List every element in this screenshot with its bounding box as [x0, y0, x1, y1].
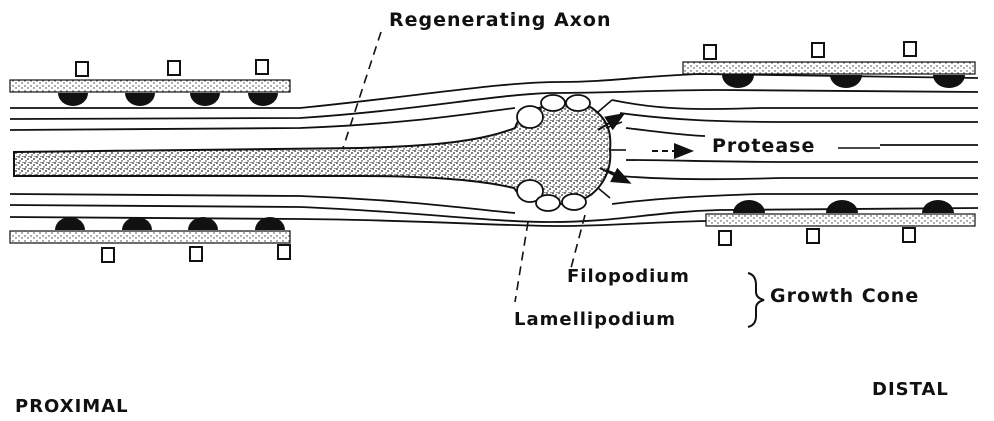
fascicle-line	[620, 176, 978, 179]
filopodium	[598, 188, 610, 198]
schwann-nucleus	[722, 75, 754, 88]
filopodium	[598, 100, 612, 112]
receptor-site	[256, 60, 268, 74]
proximal-label: PROXIMAL	[15, 396, 129, 417]
receptor-site	[102, 248, 114, 262]
axon-leader-line	[343, 32, 381, 148]
filopodium-leader-line	[571, 215, 585, 268]
receptor-site	[704, 45, 716, 59]
protease-label: Protease	[712, 135, 815, 157]
lamellipodium-lobe	[562, 194, 586, 210]
lamellipodium-leader-line	[515, 222, 528, 302]
lamellipodium-lobe	[541, 95, 565, 111]
schwann-nucleus	[122, 217, 152, 230]
schwann-nucleus	[58, 93, 88, 106]
fascicle-line	[10, 90, 978, 119]
schwann-nucleus	[248, 93, 278, 106]
receptor-site	[190, 247, 202, 261]
fascicle-line	[620, 113, 978, 122]
lamellipodium-lobe	[536, 195, 560, 211]
receptor-site	[812, 43, 824, 57]
fascicle-line	[612, 194, 978, 204]
receptor-site	[719, 231, 731, 245]
schwann-nucleus	[922, 200, 954, 213]
distal-lower-lamina	[706, 214, 975, 226]
fascicle-line	[612, 100, 978, 109]
growth-cone-brace	[748, 273, 764, 327]
distal-upper-lamina	[683, 62, 975, 74]
schwann-nucleus	[826, 200, 858, 213]
receptor-site	[903, 228, 915, 242]
proximal-lower-lamina	[10, 231, 290, 243]
filopodium-label: Filopodium	[567, 266, 690, 287]
schwann-nucleus	[733, 200, 765, 213]
receptor-site	[76, 62, 88, 76]
lamellipodium-lobe	[566, 95, 590, 111]
receptor-site	[807, 229, 819, 243]
fascicle-line	[10, 194, 515, 213]
fascicle-line	[626, 160, 978, 162]
receptor-site	[278, 245, 290, 259]
regenerating-axon-label: Regenerating Axon	[389, 9, 611, 31]
lamellipodium-lobe	[517, 106, 543, 128]
proximal-upper-lamina	[10, 80, 290, 92]
receptor-site	[904, 42, 916, 56]
fascicle-line	[10, 217, 706, 226]
schwann-nucleus	[55, 217, 85, 230]
receptor-site	[168, 61, 180, 75]
growth-cone-label: Growth Cone	[770, 285, 919, 307]
fascicle-line	[626, 128, 705, 136]
distal-label: DISTAL	[872, 379, 949, 400]
schwann-nucleus	[125, 93, 155, 106]
schwann-nucleus	[190, 93, 220, 106]
lamellipodium-label: Lamellipodium	[514, 309, 676, 330]
